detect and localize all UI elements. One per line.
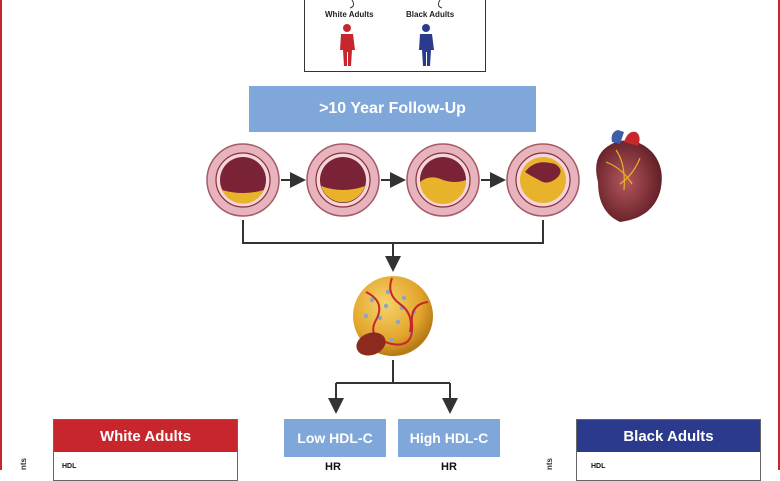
black-hdl-label: HDL xyxy=(591,463,606,470)
white-side-text: nts xyxy=(19,458,28,470)
white-hdl-label: HDL xyxy=(62,463,77,470)
white-adults-panel: White Adults HDL xyxy=(53,419,238,481)
hdl-particle-icon xyxy=(353,276,433,356)
artery-cross-section-3 xyxy=(406,143,480,217)
black-adult-figure-icon xyxy=(419,24,434,66)
white-adult-figure-icon xyxy=(340,24,355,66)
black-adults-panel: Black Adults HDL xyxy=(576,419,761,481)
black-adults-title: Black Adults xyxy=(577,420,760,452)
low-hr-label: HR xyxy=(325,461,341,473)
left-border xyxy=(0,0,2,470)
artery-cross-section-2 xyxy=(306,143,380,217)
high-hr-label: HR xyxy=(441,461,457,473)
low-hdl-box: Low HDL-C xyxy=(284,419,386,457)
top-sketch-right xyxy=(437,0,443,9)
black-adults-label: Black Adults xyxy=(406,10,455,19)
artery-cross-section-1 xyxy=(206,143,280,217)
diagram-graphics xyxy=(126,0,668,470)
artery-cross-section-4 xyxy=(506,143,580,217)
white-adults-label: White Adults xyxy=(325,10,374,19)
bracket-connector xyxy=(242,220,544,244)
black-side-text: nts xyxy=(545,458,554,470)
followup-banner: >10 Year Follow-Up xyxy=(249,86,536,132)
population-box: White Adults Black Adults xyxy=(304,0,486,72)
heart-icon xyxy=(596,130,662,222)
high-hdl-box: High HDL-C xyxy=(398,419,500,457)
white-adults-title: White Adults xyxy=(54,420,237,452)
right-border xyxy=(778,0,780,470)
top-sketch-left xyxy=(349,0,355,9)
